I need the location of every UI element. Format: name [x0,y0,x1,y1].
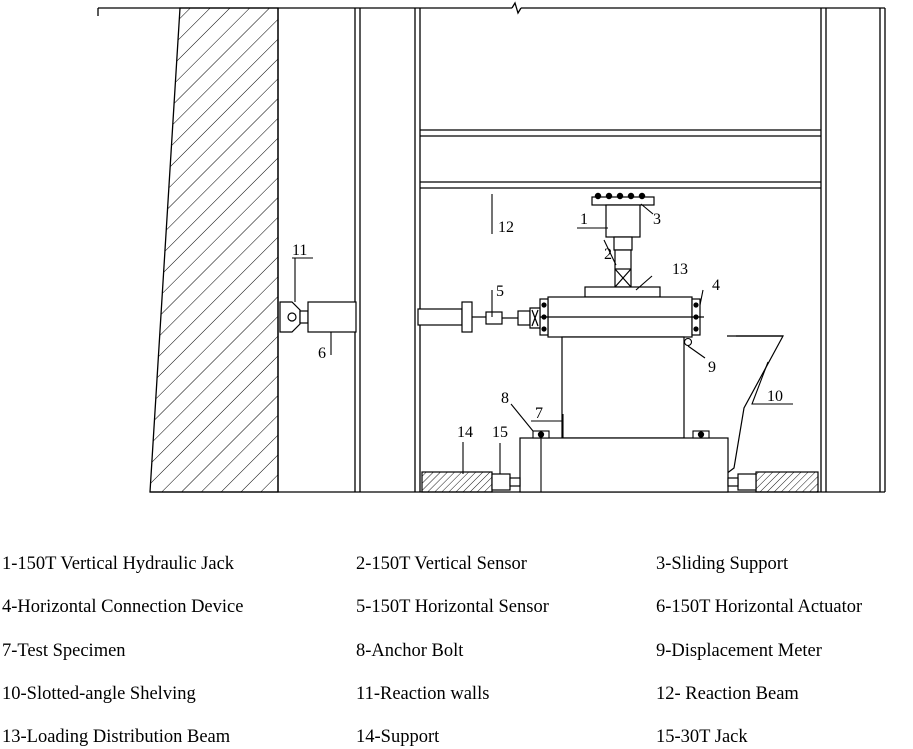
anchor-bolt [532,430,710,492]
callout-12: 12 [498,219,514,236]
legend-item-7: 7-Test Specimen [2,641,126,661]
callout-6: 6 [318,345,326,362]
legend-item-15: 15-30T Jack [656,727,748,747]
vertical-hydraulic-jack [605,204,641,251]
vertical-sensor [614,249,632,288]
callout-11: 11 [292,242,307,259]
callout-14: 14 [457,424,473,441]
legend-item-6: 6-150T Horizontal Actuator [656,597,863,617]
legend-item-12: 12- Reaction Beam [656,684,799,704]
callout-9: 9 [708,359,716,376]
callout-8: 8 [501,390,509,407]
displacement-meter [683,337,693,347]
callout-numbers: 1 2 3 4 5 6 7 8 9 10 11 12 13 14 15 [292,211,783,441]
test-setup-diagram: 1 2 3 4 5 6 7 8 9 10 11 12 13 14 15 [97,1,886,493]
legend-item-11: 11-Reaction walls [356,684,490,704]
callout-leaders [292,194,793,474]
horizontal-actuator [279,301,486,333]
horizontal-sensor [485,307,541,329]
callout-10: 10 [767,388,783,405]
legend-item-13: 13-Loading Distribution Beam [2,727,231,747]
legend-item-8: 8-Anchor Bolt [356,641,464,661]
reaction-beam [420,129,821,189]
horizontal-connection-device [536,296,704,338]
callout-7: 7 [535,405,543,422]
test-specimen [561,336,685,439]
slotted-angle-shelving [725,335,785,475]
legend: 1-150T Vertical Hydraulic Jack 2-150T Ve… [0,540,913,749]
callout-3: 3 [653,211,661,228]
callout-13: 13 [672,261,688,278]
legend-item-3: 3-Sliding Support [656,554,789,574]
callout-15: 15 [492,424,508,441]
support [421,471,819,493]
frame-columns [97,8,886,492]
callout-2: 2 [604,246,612,263]
legend-item-14: 14-Support [356,727,440,747]
sliding-support [591,192,655,206]
callout-1: 1 [580,211,588,228]
thirty-ton-jack [491,473,757,491]
callout-4: 4 [712,277,720,294]
top-boundary-line [98,1,885,15]
reaction-wall [149,7,279,493]
legend-item-5: 5-150T Horizontal Sensor [356,597,549,617]
legend-item-9: 9-Displacement Meter [656,641,822,661]
legend-item-10: 10-Slotted-angle Shelving [2,684,196,704]
foundation-block [519,437,729,493]
loading-distribution-beam [584,286,661,298]
callout-5: 5 [496,283,504,300]
legend-item-1: 1-150T Vertical Hydraulic Jack [2,554,235,574]
legend-item-2: 2-150T Vertical Sensor [356,554,527,574]
legend-item-4: 4-Horizontal Connection Device [2,597,244,617]
